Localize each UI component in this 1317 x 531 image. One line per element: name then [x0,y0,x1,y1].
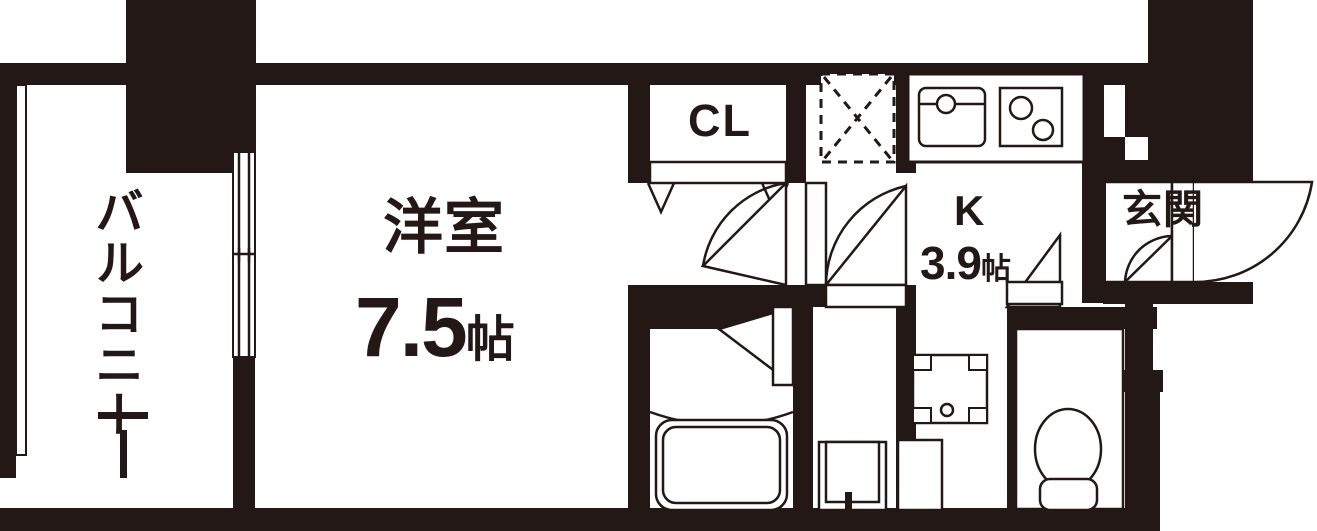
misc-trim [1104,182,1106,282]
sliding-glass-door-icon [232,151,256,358]
room-label-balcony: バルコニー [88,186,142,441]
washing-machine-space-icon [819,72,896,164]
room-size-main-room: 7.5帖 [355,285,515,369]
washbasin-icon [911,353,989,425]
room-door-icon [804,181,908,309]
bathtub-icon [654,418,789,512]
stove-two-burner-icon [998,86,1064,148]
kitchen-size-unit: 帖 [980,253,1011,286]
closet-area [646,160,790,287]
hall-storage [817,438,944,512]
room-label-main-room: 洋室 [383,194,505,261]
kitchen-size-value: 3.9 [920,237,982,289]
room-label-entrance: 玄関 [1122,188,1204,232]
kitchen-counter [906,72,1086,164]
room-size-kitchen: 3.9帖 [920,237,1011,289]
room-size-unit: 帖 [465,313,515,367]
balcony-area [15,84,148,478]
entrance-area [1102,85,1314,284]
kitchen-sink-icon [917,86,987,148]
room-label-closet: CL [688,95,752,146]
room-label-kitchen: K [954,187,985,234]
bathroom-area [649,303,795,512]
kitchen-entrance-door-icon [1004,231,1064,309]
toilet-icon [1014,327,1125,512]
room-size-value: 7.5 [355,280,468,374]
